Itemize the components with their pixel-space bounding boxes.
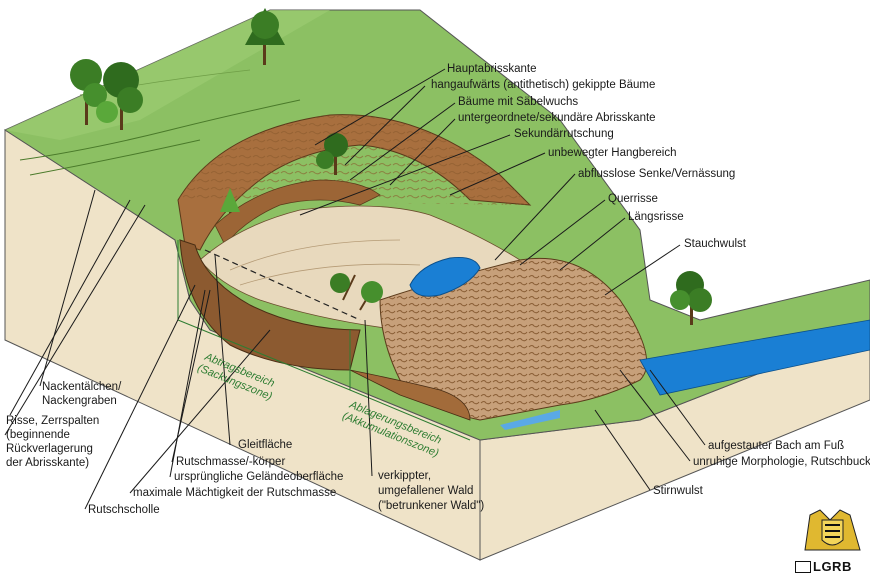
label-saebelwuchs: Bäume mit Säbelwuchs [458,96,579,108]
label-gekippte-baeume: hangaufwärts (antithetisch) gekippte Bäu… [431,79,656,91]
leader-lines [4,68,706,510]
label-abflusslose-senke: abflusslose Senke/Vernässung [578,168,736,180]
label-nackentaelchen-1: Nackentälchen/ [42,381,122,393]
label-unruhige-morphologie: unruhige Morphologie, Rutschbuckel [693,456,870,468]
label-aufgestauter-bach: aufgestauter Bach am Fuß [708,440,845,452]
label-rutschscholle: Rutschscholle [88,504,160,516]
logo-mark-icon [795,561,811,573]
label-max-maechtigkeit: maximale Mächtigkeit der Rutschmasse [133,487,337,499]
coat-of-arms-icon [804,509,861,551]
label-gleitflaeche: Gleitfläche [238,439,293,451]
label-risse-2: (beginnende [6,429,70,441]
tree-group-scarp [220,133,348,213]
tree-group-drunken-forest [330,273,383,311]
label-rutschmasse: Rutschmasse/-körper [176,456,286,468]
label-stirnwulst: Stirnwulst [653,485,703,497]
logo-text: LGRB [813,559,852,574]
tree-group-right [670,271,712,325]
lgrb-logo: LGRB [795,505,870,575]
stream [639,319,870,396]
tree-group-top-left [70,8,285,130]
label-unbewegter-hangbereich: unbewegter Hangbereich [548,147,677,159]
label-risse-3: Rückverlagerung [6,443,93,455]
label-risse-4: der Abrisskante) [6,457,90,469]
label-laengsrisse: Längsrisse [628,211,684,223]
label-verkippter-2: umgefallener Wald [378,485,474,497]
label-urspruengliche-gelaende: ursprüngliche Geländeoberfläche [174,471,344,483]
label-risse-1: Risse, Zerrspalten [6,415,100,427]
label-hauptabrisskante: Hauptabrisskante [447,63,537,75]
ablagerung-zone-outline [349,330,471,441]
label-nackentaelchen-2: Nackengraben [42,395,117,407]
label-verkippter-3: ("betrunkener Wald") [378,500,485,512]
label-stauchwulst: Stauchwulst [684,238,747,250]
label-verkippter-1: verkippter, [378,470,432,482]
label-querrisse: Querrisse [608,193,658,205]
pond [409,257,481,297]
secondary-scarp [214,179,381,246]
label-sekundaerrutschung: Sekundärrutschung [514,128,614,140]
label-untergeordnete-abrisskante: untergeordnete/sekundäre Abrisskante [458,112,656,124]
